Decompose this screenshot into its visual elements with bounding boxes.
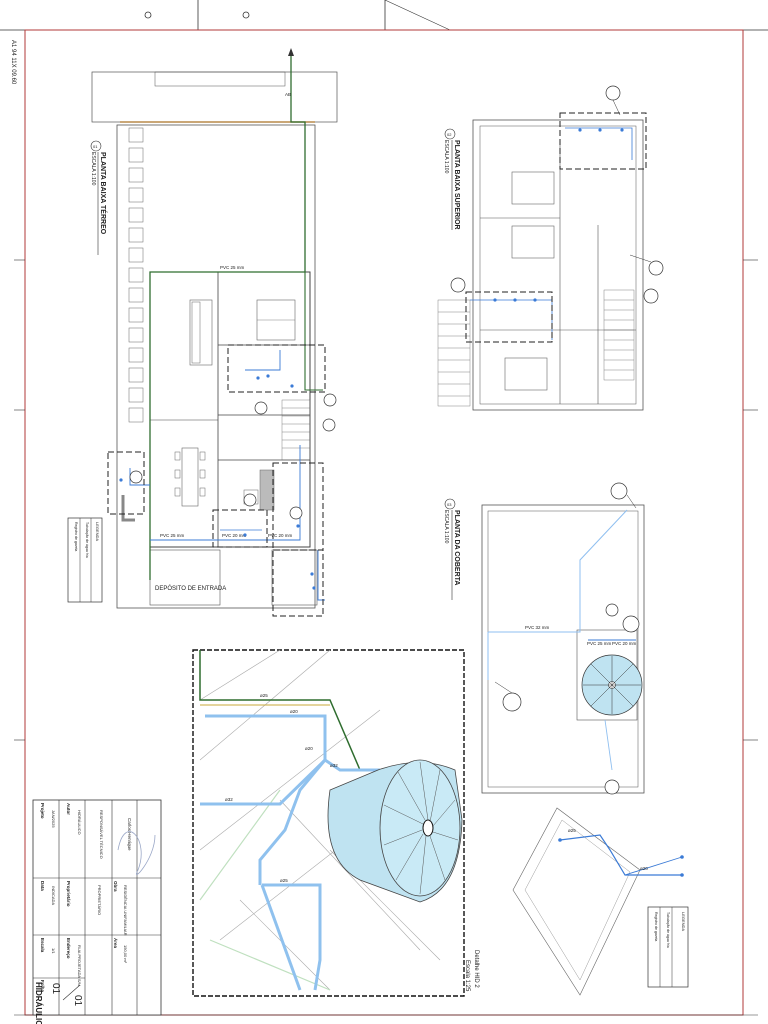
title-superior: PLANTA BAIXA SUPERIOR <box>453 140 460 230</box>
view-number-superior-text: 02 <box>447 132 452 137</box>
tb-value-proprietario: PROPRIETÁRIO <box>97 885 102 915</box>
callout-circles-superior <box>450 85 664 304</box>
view-number-cobertura-text: 03 <box>447 502 452 507</box>
sheet-number: 01 <box>50 983 61 995</box>
tb-value-data: JAN/2025 <box>51 810 56 828</box>
iso-label-e: ø25 <box>280 878 288 883</box>
iso-label-f: ø20 <box>305 746 313 751</box>
fixture-marks-superior <box>493 128 624 302</box>
top-strip <box>0 0 768 31</box>
dep-label: DEPÓSITO DE ENTRADA <box>155 585 226 592</box>
scale-superior: ESCALA 1:100 <box>443 140 449 174</box>
tb-label-area: Área <box>113 938 119 949</box>
iso-label-d: ø32 <box>330 763 338 768</box>
pipe-iso-small <box>559 834 682 876</box>
tb-label-escala: Escala <box>40 938 45 953</box>
tb-value-projeto: HIDRÁULICO <box>77 810 82 835</box>
title-terreo: PLANTA BAIXA TÉRREO <box>99 152 108 235</box>
scale-cobertura: ESCALA 1:100 <box>443 510 449 544</box>
legend-left-item-1: Tubulação de água fria <box>85 522 89 558</box>
detail-callout-boxes-terreo <box>107 344 326 617</box>
tb-value-obra: RESIDÊNCIA UNIFAMILIAR <box>123 885 128 936</box>
pipe-label-terreo-4: PVC 20 mm <box>268 533 293 538</box>
scale-terreo: ESCALA 1:100 <box>90 152 96 186</box>
isometric-roof-small: ø25 ø20 <box>512 807 684 996</box>
legend-right: LEGENDA Tubulação de água fria Registro … <box>647 906 689 988</box>
iso-label-a: ø25 <box>260 693 268 698</box>
stair-terreo <box>281 399 311 461</box>
legend-left-title: LEGENDA <box>95 522 100 541</box>
pipe-label-terreo-3: PVC 20 mm <box>222 533 247 538</box>
legend-right-item-1: Tubulação de água fria <box>666 912 670 948</box>
paving-tiles <box>128 127 144 423</box>
side-code: A1 94 11X 09.60 <box>10 40 16 85</box>
view-number-cobertura <box>444 498 456 510</box>
tb-label-data: Data <box>40 881 45 891</box>
pipe-superior-mid <box>470 299 553 340</box>
water-tank-top-view <box>581 654 643 716</box>
tb-label-obra: Obra <box>113 881 118 892</box>
tb-value-area: 150,00 m² <box>123 945 128 964</box>
legend-right-item-2: Registro de gaveta <box>654 912 658 941</box>
pipe-iso-main <box>199 650 361 771</box>
tb-label-folha: Folha <box>40 980 45 992</box>
signature-mark <box>117 831 156 875</box>
water-tank-isometric <box>327 759 463 903</box>
pipe-superior-top <box>565 127 633 160</box>
pipe-main-terreo <box>149 50 306 580</box>
tb-label-proprietario: Proprietário <box>66 881 71 907</box>
pipe-coberta-main <box>488 509 628 633</box>
legend-left: LEGENDA Tubulação de água fria Registro … <box>67 517 103 603</box>
tb-label-projeto: Projeto <box>40 803 45 819</box>
view-number-superior <box>444 128 456 140</box>
detail-title: Detalhe HID 2 <box>473 950 479 988</box>
isometric-detail: ø25 ø20 ø32 ø32 ø25 ø20 <box>192 649 465 997</box>
pipe-label-coberta-2: PVC 25 mm <box>587 641 612 646</box>
iso-label-c: ø32 <box>225 797 233 802</box>
entry-arrow-icon <box>288 48 294 56</box>
iso-label-b: ø20 <box>290 709 298 714</box>
legend-right-title: LEGENDA <box>681 912 686 931</box>
iso-small-label-1: ø25 <box>568 828 576 833</box>
view-number-terreo <box>90 140 102 152</box>
pipe-label-coberta-3: PVC 20 mm <box>612 641 637 646</box>
title-block: Carlos Henrique HIDRÁULICO 01 01 Folha E… <box>32 799 162 1024</box>
plan-terreo: DEPÓSITO DE ENTRADA PVC 25 mm PVC 25 mm … <box>90 48 338 617</box>
legend-left-item-2: Registro de gaveta <box>74 522 78 551</box>
fixture-marks-terreo <box>119 374 316 590</box>
tb-value-endereco: RUA PROJETADA S/N <box>77 945 82 986</box>
hole-mark-left <box>144 11 152 19</box>
tb-label-endereco: Endereço <box>66 938 71 959</box>
title-cobertura: PLANTA DA COBERTA <box>453 510 460 585</box>
tb-value-autor: RESPONSÁVEL TÉCNICO <box>99 810 104 859</box>
pipe-label-coberta-1: PVC 32 mm <box>525 625 550 630</box>
pipe-branch-terreo <box>150 445 301 541</box>
pipe-label-terreo-2: PVC 25 mm <box>160 533 185 538</box>
stair-superior <box>437 289 635 407</box>
detail-callout-boxes-superior <box>465 112 647 343</box>
hole-mark-right <box>242 11 250 19</box>
pipes-iso-blue <box>200 714 380 991</box>
plan-cobertura: PVC 32 mm PVC 25 mm PVC 20 mm PLANTA DA … <box>443 482 645 795</box>
signature-text: Carlos Henrique <box>127 818 132 851</box>
callout-circles-coberta <box>502 482 640 795</box>
tb-value-folha: 1/1 <box>51 948 56 954</box>
sheet-total: 01 <box>72 995 83 1007</box>
pipe-label-terreo-5: AB <box>285 92 291 97</box>
view-number-terreo-text: 01 <box>93 144 98 149</box>
callout-circles-terreo <box>129 393 337 520</box>
iso-small-label-2: ø20 <box>640 866 648 871</box>
plan-superior: PLANTA BAIXA SUPERIOR ESCALA 1:100 02 <box>437 85 664 411</box>
pipe-label-terreo-1: PVC 25 mm <box>220 265 245 270</box>
tb-label-autor: Autor <box>66 803 71 815</box>
tb-value-escala: INDICADA <box>51 886 56 905</box>
detail-scale: Escala 1:25 <box>464 960 470 992</box>
discipline-label: HIDRÁULICO <box>34 982 43 1024</box>
